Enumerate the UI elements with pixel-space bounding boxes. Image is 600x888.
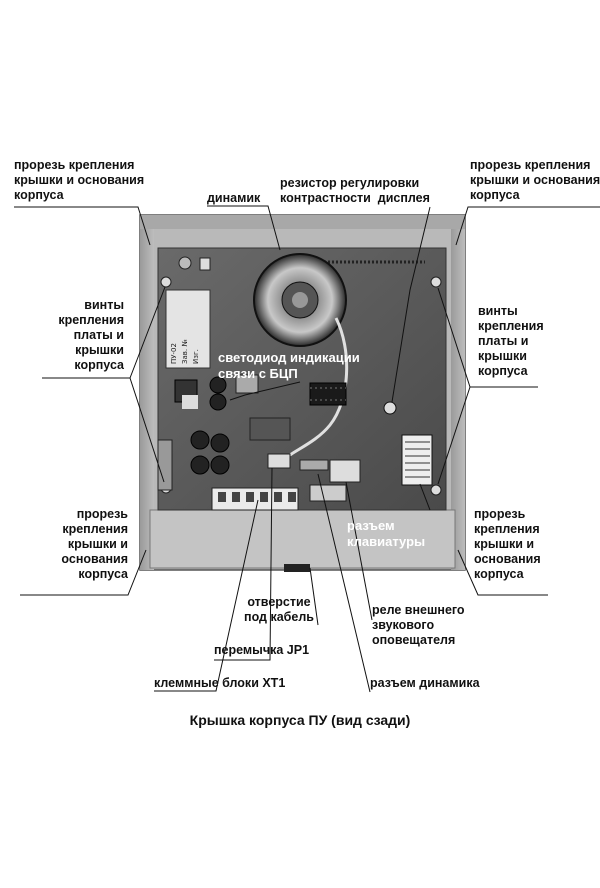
board-label-line2: Зав. № xyxy=(181,339,189,364)
label-slot-top-left: прорезь крепления крышки и основания кор… xyxy=(14,158,145,202)
relay-component xyxy=(329,459,361,483)
screw-icon xyxy=(430,276,442,288)
label-jumper: перемычка JP1 xyxy=(214,643,310,657)
cable-hole xyxy=(284,564,310,572)
label-resistor: резистор регулировки контрастности диспл… xyxy=(280,176,430,205)
figure-caption: Крышка корпуса ПУ (вид сзади) xyxy=(189,712,411,728)
screw-icon xyxy=(430,484,442,496)
label-keyboard-connector: разъем клавиатуры xyxy=(347,518,426,549)
label-speaker-connector: разъем динамика xyxy=(370,676,480,690)
label-slot-top-right: прорезь крепления крышки и основания кор… xyxy=(470,158,600,202)
label-slot-bottom-right: прорезь крепления крышки и основания кор… xyxy=(474,507,541,581)
label-screws-right: винты крепления платы и крышки корпуса xyxy=(478,304,544,378)
screw-icon xyxy=(160,276,172,288)
trimmer-resistor-icon xyxy=(383,401,397,415)
label-cable-hole: отверстие под кабель xyxy=(244,595,314,624)
capacitors xyxy=(190,376,230,475)
board-label-line3: Изг. xyxy=(192,349,200,364)
board-label-line1: ПУ-02 xyxy=(170,343,178,364)
board-label-sticker: ПУ-02 Зав. № Изг. xyxy=(165,289,211,369)
label-speaker: динамик xyxy=(207,191,261,205)
ic-chip xyxy=(309,382,347,406)
speaker-icon xyxy=(253,253,347,347)
label-slot-bottom-left: прорезь крепления крышки и основания кор… xyxy=(61,507,128,581)
label-terminal-blocks: клеммные блоки XT1 xyxy=(154,676,286,690)
label-relay: реле внешнего звукового оповещателя xyxy=(372,603,465,647)
label-screws-left: винты крепления платы и крышки корпуса xyxy=(58,298,124,372)
label-led: светодиод индикации связи с БЦП xyxy=(218,350,360,381)
